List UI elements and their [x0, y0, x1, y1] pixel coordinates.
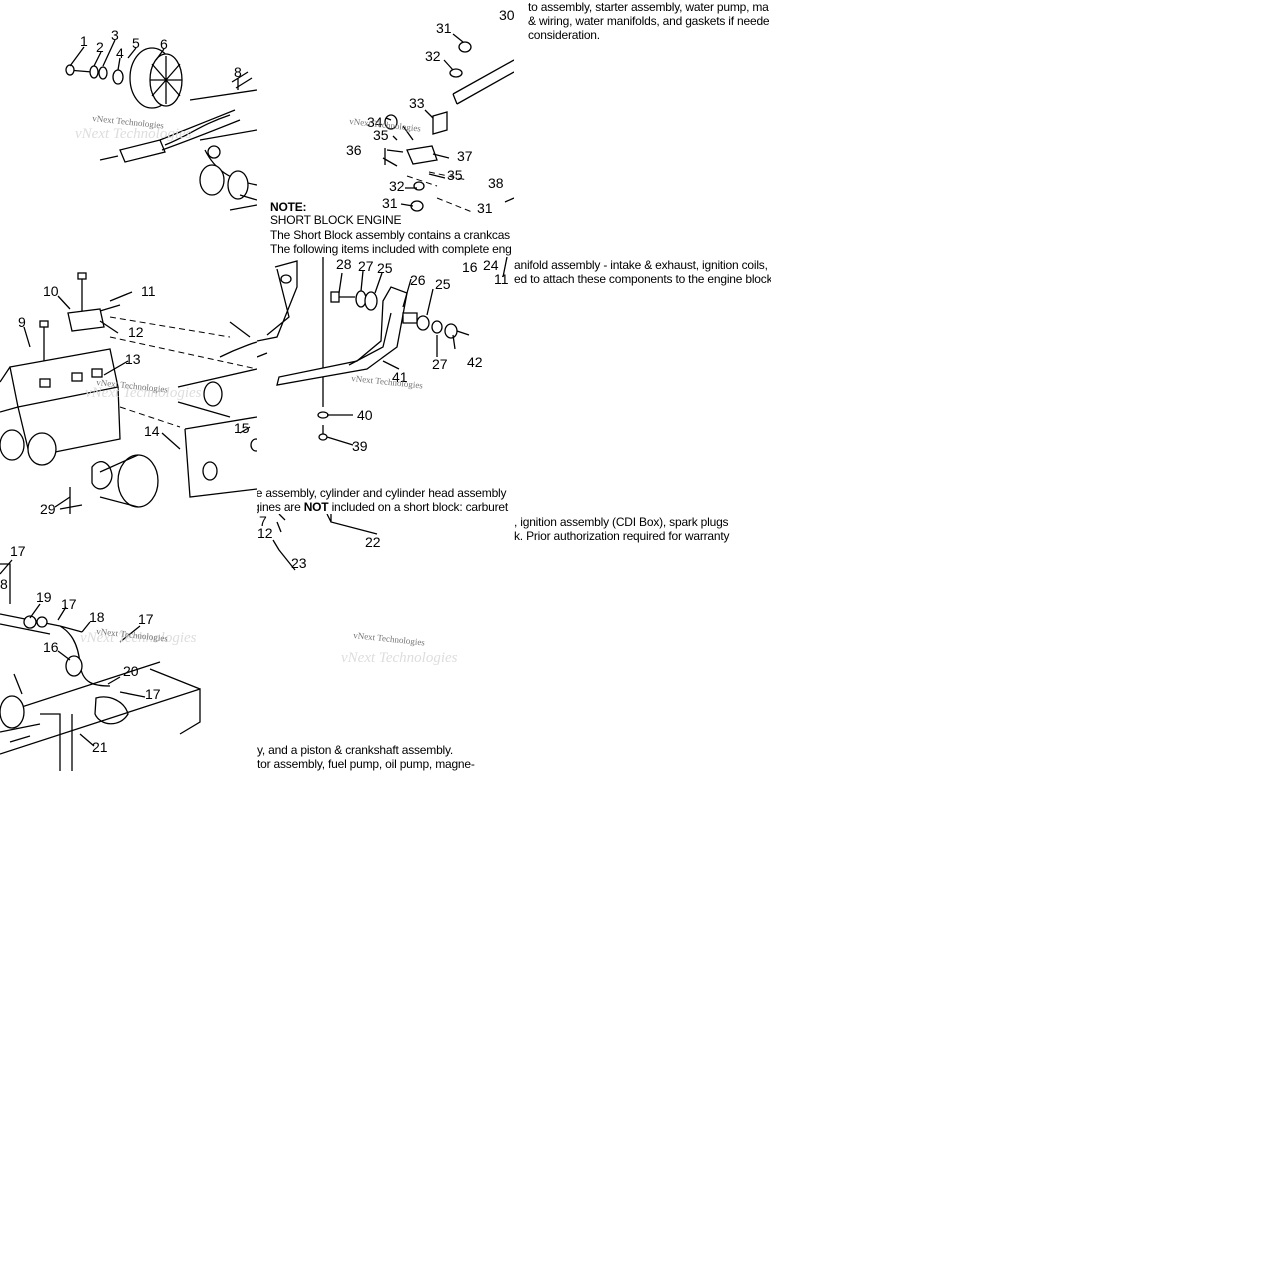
callout-label: 17: [61, 596, 77, 612]
watermark-text: vNext Technologies: [351, 373, 424, 391]
callout-label: 29: [40, 501, 56, 514]
note-heading: NOTE:: [270, 200, 307, 214]
fuel-system-drawing: 17 8 19 17 18 17 16 20 17 21 vNext Techn…: [0, 543, 201, 771]
note-line: , ignition assembly (CDI Box), spark plu…: [514, 515, 729, 529]
callout-label: 27: [358, 258, 374, 274]
callout-label: 24: [483, 257, 499, 273]
note-subheading: SHORT BLOCK ENGINE: [270, 213, 402, 227]
callout-label: 20: [123, 663, 139, 679]
callout-label: 32: [425, 48, 441, 64]
engine-block-drawing: 10 11 12 9 13 14 15 29 vNext Technologie…: [0, 272, 257, 514]
diagram-tile-top-left: 1 2 3 4 5 6 8 vNext Technologies vNext T…: [0, 0, 257, 257]
note-line: consideration.: [528, 28, 600, 42]
diagram-tile-middle-left: 10 11 12 9 13 14 15 29 vNext Technologie…: [0, 257, 257, 514]
callout-label: 38: [488, 175, 504, 191]
note-line: The Short Block assembly contains a cran…: [270, 228, 510, 242]
callout-label: 26: [410, 272, 426, 288]
callout-label: 35: [447, 167, 463, 183]
watermark-text: vNext Technologies: [353, 630, 426, 648]
callout-label: 3: [111, 27, 119, 43]
diagram-tile-bottom-left: 17 8 19 17 18 17 16 20 17 21 vNext Techn…: [0, 514, 257, 771]
callout-label: 17: [138, 611, 154, 627]
callout-label: 22: [365, 534, 381, 550]
callout-label: 35: [373, 127, 389, 143]
mount-hardware-drawing: 31 32 33 34 35 36 37 35 32 31 38 31 30 v…: [346, 7, 514, 216]
callout-label: 21: [92, 739, 108, 755]
callout-label: 16: [43, 639, 59, 655]
callout-label: 15: [234, 420, 250, 436]
callout-label: 25: [377, 260, 393, 276]
callout-label: 4: [116, 45, 124, 61]
callout-label: 19: [36, 589, 52, 605]
callout-label: 8: [234, 64, 242, 80]
callout-label: 25: [435, 276, 451, 292]
callout-label: 31: [477, 200, 493, 216]
note-continuation-bottom: , ignition assembly (CDI Box), spark plu…: [514, 514, 771, 771]
callout-label: 2: [96, 39, 104, 55]
callout-label: 12: [128, 324, 144, 340]
callout-label: 36: [346, 142, 362, 158]
callout-label: 41: [392, 369, 408, 385]
callout-label: 40: [357, 407, 373, 423]
callout-label: 16: [462, 259, 478, 275]
callout-label: 18: [89, 609, 105, 625]
callout-label: 32: [389, 178, 405, 194]
callout-label: 37: [457, 148, 473, 164]
watermark-shadow: vNext Technologies: [80, 630, 197, 646]
callout-label: 23: [291, 555, 307, 571]
plate-fragment-drawing: 7 12 23 22 vNext Technologies vNext Tech…: [257, 514, 458, 666]
callout-label: 28: [336, 257, 352, 272]
callout-label: 11: [141, 283, 156, 299]
callout-label: 5: [132, 35, 140, 51]
diagram-tile-bottom-center: 7 12 23 22 vNext Technologies vNext Tech…: [257, 514, 514, 771]
callout-label: 10: [43, 283, 59, 299]
callout-label: 13: [125, 351, 141, 367]
note-line: y, and a piston & crankshaft assembly.: [257, 743, 454, 757]
callout-label: 12: [257, 525, 273, 541]
watermark-shadow: vNext Technologies: [75, 126, 192, 142]
note-line: gines are NOT included on a short block:…: [257, 500, 509, 514]
note-line: se assembly, cylinder and cylinder head …: [257, 486, 507, 500]
callout-label: 17: [10, 543, 26, 559]
callout-label: 31: [382, 195, 398, 211]
note-continuation-middle: anifold assembly - intake & exhaust, ign…: [514, 257, 771, 514]
diagram-tile-top-center: 31 32 33 34 35 36 37 35 32 31 38 31 30 v…: [257, 0, 514, 257]
note-line: ed to attach these components to the eng…: [514, 272, 771, 286]
callout-label: 7: [259, 514, 267, 529]
note-line: to assembly, starter assembly, water pum…: [528, 0, 769, 14]
flywheel-drawing: 1 2 3 4 5 6 8 vNext Technologies vNext T…: [65, 27, 257, 211]
callout-label: 33: [409, 95, 425, 111]
note-line: anifold assembly - intake & exhaust, ign…: [514, 258, 768, 272]
callout-label: 6: [160, 36, 168, 52]
callout-label: 9: [18, 314, 26, 330]
callout-label: 1: [80, 33, 88, 49]
callout-label: 42: [467, 354, 483, 370]
callout-label: 14: [144, 423, 160, 439]
callout-label: 39: [352, 438, 368, 454]
callout-label: 31: [436, 20, 452, 36]
note-continuation-top: to assembly, starter assembly, water pum…: [514, 0, 771, 257]
callout-label: 11: [494, 271, 509, 287]
diagram-tile-middle-center: 28 27 25 26 25 27 42 41 40 39 16 24 11 v…: [257, 257, 514, 514]
note-line: The following items included with comple…: [270, 242, 512, 256]
callout-label: 34: [367, 114, 383, 130]
watermark-shadow: vNext Technologies: [85, 385, 202, 401]
callout-label: 8: [0, 576, 8, 592]
bracket-drawing: 28 27 25 26 25 27 42 41 40 39 16 24 11 v…: [257, 257, 509, 454]
callout-label: 27: [432, 356, 448, 372]
note-line: k. Prior authorization required for warr…: [514, 529, 730, 543]
note-line: & wiring, water manifolds, and gaskets i…: [528, 14, 770, 28]
callout-label: 17: [145, 686, 161, 702]
note-line: tor assembly, fuel pump, oil pump, magne…: [257, 757, 475, 771]
watermark-shadow: vNext Technologies: [341, 650, 458, 666]
callout-label: 30: [499, 7, 514, 23]
